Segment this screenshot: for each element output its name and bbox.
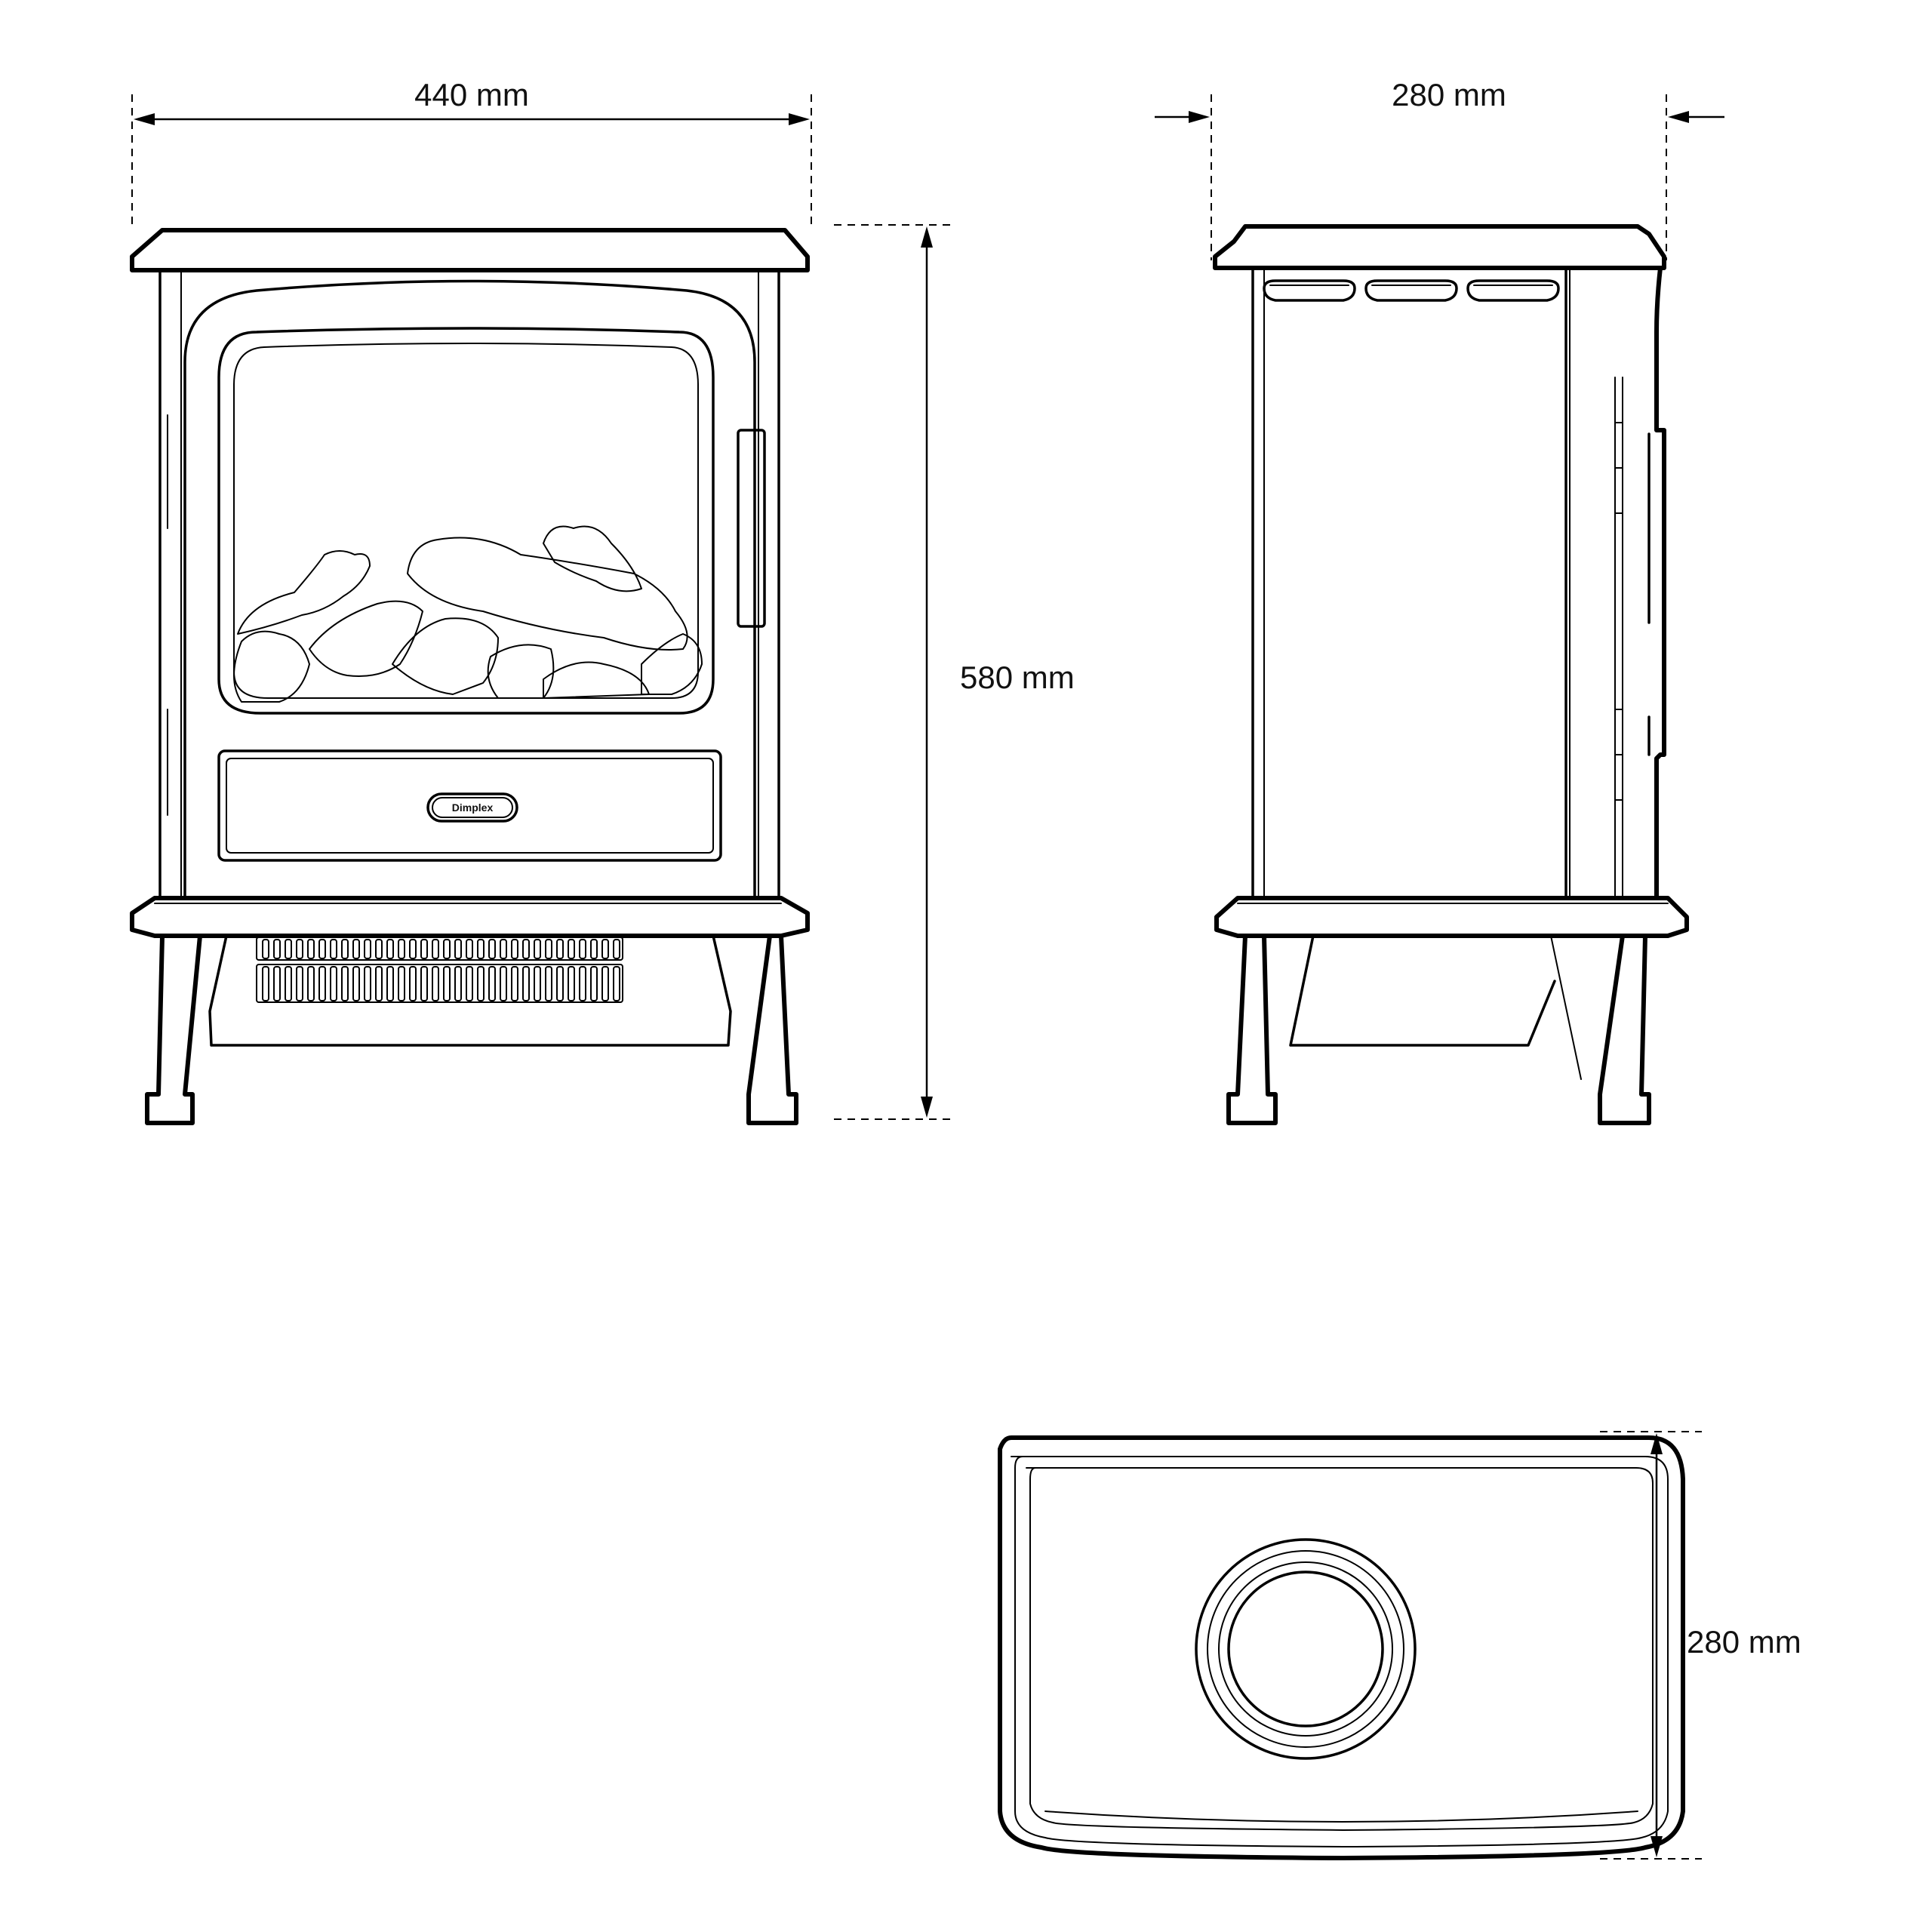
- side-vents: [1263, 279, 1560, 302]
- grill-slat: [307, 966, 315, 1001]
- grill-slat: [590, 966, 598, 1001]
- grill-slat: [579, 939, 586, 959]
- front-right-leg: [746, 934, 798, 1125]
- grill-slat: [477, 966, 485, 1001]
- grill-slat: [601, 939, 609, 959]
- side-hinge-marks: [1614, 422, 1623, 801]
- top-outer-outline: [998, 1435, 1685, 1860]
- grill-slat: [568, 966, 575, 1001]
- height-dimension: 580 mm: [834, 224, 1075, 1120]
- grill-slat: [556, 939, 564, 959]
- grill-slat: [454, 939, 462, 959]
- grill-slat: [477, 939, 485, 959]
- grill-slat: [556, 966, 564, 1001]
- front-door-handle: [737, 429, 766, 628]
- grill-slat: [330, 966, 337, 1001]
- grill-slat: [352, 939, 360, 959]
- side-top-cap: [1213, 224, 1666, 270]
- grill-slat: [352, 966, 360, 1001]
- top-depth-dimension: 280 mm: [1600, 1431, 1801, 1860]
- grill-slat: [590, 939, 598, 959]
- grill-slat: [273, 939, 281, 959]
- grill-slat: [432, 966, 439, 1001]
- side-view: 280 mm: [1155, 77, 1724, 1125]
- front-view: 440 mm: [130, 77, 812, 1125]
- grill-slat: [386, 939, 394, 959]
- front-width-dimension: 440 mm: [131, 77, 812, 226]
- front-left-leg: [145, 934, 202, 1125]
- grill-slat: [386, 966, 394, 1001]
- grill-slat: [296, 939, 303, 959]
- grill-slat: [522, 966, 530, 1001]
- front-logo-badge: Dimplex: [426, 792, 518, 823]
- grill-slat: [420, 939, 428, 959]
- grill-slat: [432, 939, 439, 959]
- front-width-label: 440 mm: [414, 77, 529, 112]
- grill-slat: [534, 966, 541, 1001]
- grill-slat: [466, 939, 473, 959]
- grill-slat: [466, 966, 473, 1001]
- grill-slat: [330, 939, 337, 959]
- grill-slat: [500, 966, 507, 1001]
- grill-slat: [511, 939, 518, 959]
- grill-slat: [420, 966, 428, 1001]
- grill-slat: [398, 966, 405, 1001]
- grill-slat: [601, 966, 609, 1001]
- grill-slat: [262, 939, 269, 959]
- side-front-leg: [1226, 934, 1278, 1125]
- grill-slat: [398, 939, 405, 959]
- grill-slat: [511, 966, 518, 1001]
- grill-slat: [375, 966, 383, 1001]
- grill-slat: [364, 939, 371, 959]
- grill-slat: [364, 966, 371, 1001]
- grill-slat: [262, 966, 269, 1001]
- front-heater-grill: [256, 937, 623, 1003]
- top-view: 280 mm: [998, 1431, 1801, 1860]
- front-door-frame: [183, 279, 756, 900]
- grill-slat: [318, 939, 326, 959]
- grill-slat: [500, 939, 507, 959]
- grill-slat: [296, 966, 303, 1001]
- grill-slat: [613, 966, 620, 1001]
- grill-slat: [545, 966, 552, 1001]
- side-front-profile: [1613, 266, 1666, 900]
- grill-slat: [318, 966, 326, 1001]
- front-logs: [233, 525, 703, 703]
- front-window: [217, 327, 715, 715]
- grill-slat: [273, 966, 281, 1001]
- height-label: 580 mm: [960, 660, 1075, 695]
- grill-slat: [522, 939, 530, 959]
- grill-slat: [341, 966, 349, 1001]
- grill-slat: [409, 939, 417, 959]
- grill-slat: [341, 939, 349, 959]
- front-lower-panel: [217, 749, 722, 862]
- grill-slat: [534, 939, 541, 959]
- grill-slat: [454, 966, 462, 1001]
- grill-slat: [285, 939, 292, 959]
- grill-slat: [568, 939, 575, 959]
- grill-slat: [443, 966, 451, 1001]
- grill-slat: [285, 966, 292, 1001]
- grill-slat: [488, 939, 496, 959]
- side-back-leg: [1598, 934, 1651, 1125]
- grill-slat: [488, 966, 496, 1001]
- grill-slat: [307, 939, 315, 959]
- grill-slat: [613, 939, 620, 959]
- grill-slat: [375, 939, 383, 959]
- grill-slat: [579, 966, 586, 1001]
- logo-text: Dimplex: [452, 801, 494, 814]
- grill-slat: [409, 966, 417, 1001]
- top-depth-label: 280 mm: [1687, 1624, 1801, 1660]
- front-top-cap: [130, 228, 810, 272]
- top-flue-collar: [1195, 1538, 1417, 1760]
- grill-slat: [545, 939, 552, 959]
- side-base: [1214, 896, 1689, 938]
- side-depth-label: 280 mm: [1392, 77, 1506, 112]
- grill-slat: [443, 939, 451, 959]
- side-depth-dimension: 280 mm: [1155, 77, 1724, 260]
